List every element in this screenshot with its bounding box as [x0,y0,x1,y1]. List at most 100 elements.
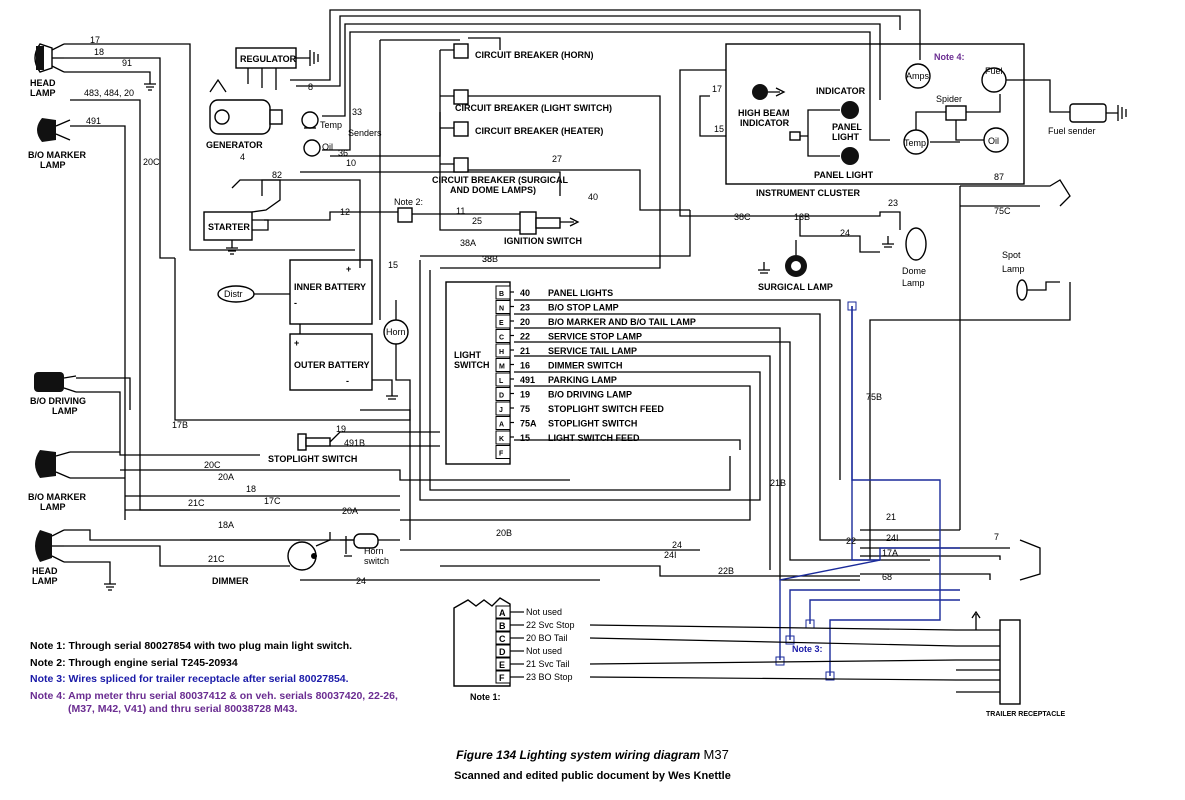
terminal-wire-number: 40 [520,288,530,298]
horn-switch-label: Horn [364,546,384,556]
light-switch-label2: SWITCH [454,360,490,370]
trailer-receptacle-label: TRAILER RECEPTACLE [986,711,1066,718]
indicator-label: INDICATOR [816,86,866,96]
dimmer-label: DIMMER [212,576,249,586]
oil-sender-left [303,139,321,157]
wire-number: 10 [346,158,356,168]
stoplight-switch-label: STOPLIGHT SWITCH [268,454,357,464]
temp-label-left: Temp [320,120,342,130]
dome-lamp-label2: Lamp [902,278,925,288]
head-lamp-top-label: HEAD [30,78,56,88]
spot-lamp [1016,279,1060,301]
head-lamp-top [34,43,65,73]
wire-number: 4 [240,152,245,162]
fuel-sender-label: Fuel sender [1048,126,1096,136]
note-4: Note 4: Amp meter thru serial 80037412 &… [30,690,398,702]
wire-number: 12 [340,207,350,217]
high-beam-label: HIGH BEAM [738,108,790,118]
terminal-wire-number: 20 [520,317,530,327]
trailer-splice-wires [775,301,960,681]
wire-number: 15 [714,124,724,134]
terminal-letter: E [499,320,504,327]
wire-number: 7 [994,532,999,542]
ignition-switch-label: IGNITION SWITCH [504,236,582,246]
wire-number: 75C [994,206,1011,216]
plug-terminal-letter: F [499,673,505,683]
cb-heater-label: CIRCUIT BREAKER (HEATER) [475,126,603,136]
wire-number: 21C [188,498,205,508]
terminal-wire-number: 75 [520,404,530,414]
starter-label: STARTER [208,222,250,232]
fuel-label: Fuel [985,66,1003,76]
dome-lamp [882,227,927,261]
high-beam-label2: INDICATOR [740,118,790,128]
outer-battery [289,333,373,391]
wire-number: 22 [846,536,856,546]
terminal-description: B/O DRIVING LAMP [548,390,632,400]
amps-gauge [905,63,931,89]
wire-number: 27 [552,154,562,164]
terminal-description: B/O STOP LAMP [548,303,619,313]
ground-symbols [104,78,238,591]
outer-battery-minus: - [346,376,349,386]
note2-box [397,207,413,223]
wire-number: 24 [356,576,366,586]
temp-label-cluster: Temp [904,138,926,148]
note-4-cont: (M37, M42, V41) and thru serial 80038728… [68,703,298,715]
outer-battery-label: OUTER BATTERY [294,360,370,370]
plug-terminal-description: 22 Svc Stop [526,620,575,630]
terminal-wire-number: 23 [520,303,530,313]
plug-terminal-letter: A [499,608,506,618]
light-switch-terminal [495,445,511,459]
wire-number: 38A [460,238,476,248]
note4-ref: Note 4: [934,52,965,62]
outer-battery-plus: + [294,338,299,348]
plug-terminal-letter: B [499,621,506,631]
wire-number: 91 [122,58,132,68]
cb-horn-label: CIRCUIT BREAKER (HORN) [475,50,594,60]
cluster-connector [789,131,801,141]
wire-number: 8 [308,82,313,92]
surgical-lamp [758,240,807,277]
plug-terminal-description: 20 BO Tail [526,633,567,643]
plug-terminal-description: Not used [526,607,562,617]
terminal-description: SERVICE STOP LAMP [548,332,642,342]
terminal-letter: F [499,451,504,458]
inner-battery-minus: - [294,298,297,308]
note-2: Note 2: Through engine serial T245-20934 [30,657,238,669]
terminal-description: SERVICE TAIL LAMP [548,346,637,356]
terminal-letter: C [499,335,504,342]
fuel-sender [1069,103,1127,123]
wire-number: 17C [264,496,281,506]
terminal-wire-number: 19 [520,390,530,400]
instrument-cluster-label: INSTRUMENT CLUSTER [756,188,860,198]
wire-number: 18A [218,520,234,530]
wire-number: 24I [664,550,677,560]
note2-ref: Note 2: [394,197,423,207]
lamp-word-2: LAMP [52,406,78,416]
plug-terminal-letter: D [499,647,506,657]
figure-model: M37 [703,747,729,762]
right-harness-wires [300,179,1071,581]
cb-dome-label: AND DOME LAMPS) [450,185,536,195]
head-lamp-bottom-label: HEAD [32,566,58,576]
wire-number: 17 [712,84,722,94]
spot-lamp-label: Spot [1002,250,1021,260]
wire-number: 38B [482,254,498,264]
horn-label: Horn [386,327,406,337]
oil-label-cluster: Oil [988,136,999,146]
wire-number: 21B [770,478,786,488]
wire-number: 17B [172,420,188,430]
wire-number: 38C [734,212,751,222]
wire-number: 22B [718,566,734,576]
oil-label-left: Oil [322,142,333,152]
wire-number: 11 [456,206,465,216]
plug-terminal-description: 23 BO Stop [526,672,573,682]
terminal-wire-number: 491 [520,375,535,385]
bo-marker-lamp-bottom-label: B/O MARKER [28,492,86,502]
spot-lamp-label2: Lamp [1002,264,1025,274]
regulator-label: REGULATOR [240,54,297,64]
terminal-letter: J [499,407,503,414]
